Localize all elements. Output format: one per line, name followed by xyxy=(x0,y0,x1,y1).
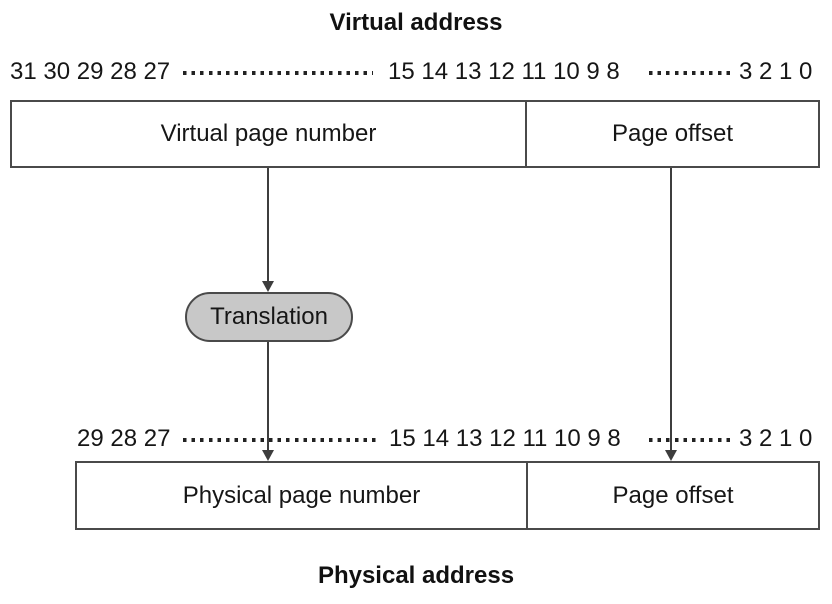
translation-label: Translation xyxy=(210,303,328,330)
bit-gap-dots xyxy=(649,71,731,75)
virtual-bits-high: 31 30 29 28 27 xyxy=(10,58,171,85)
virtual-page-number-label: Virtual page number xyxy=(160,120,377,147)
down-arrowhead-icon xyxy=(262,450,274,461)
virtual-page-number-field: Virtual page number xyxy=(12,102,527,166)
virtual-address-title: Virtual address xyxy=(329,9,503,36)
virtual-bits-low: 3 2 1 0 xyxy=(739,58,813,85)
down-arrowhead-icon xyxy=(665,450,677,461)
physical-page-number-label: Physical page number xyxy=(182,481,421,509)
virtual-page-offset-label: Page offset xyxy=(612,120,733,147)
vpn-to-translation-line xyxy=(267,168,269,282)
physical-page-offset-label: Page offset xyxy=(612,481,734,509)
bit-gap-dots xyxy=(649,438,731,442)
bit-gap-dots xyxy=(183,438,377,442)
translation-to-ppn-line xyxy=(267,342,269,450)
physical-page-offset-field: Page offset xyxy=(528,463,818,528)
physical-page-number-field: Physical page number xyxy=(77,463,528,528)
physical-address-box: Physical page number Page offset xyxy=(75,461,820,530)
offset-passthrough-line xyxy=(670,168,672,450)
physical-bits-low: 3 2 1 0 xyxy=(739,425,813,452)
physical-bits-high: 29 28 27 xyxy=(77,425,171,452)
bit-gap-dots xyxy=(183,71,373,75)
physical-bits-mid: 15 14 13 12 11 10 9 8 xyxy=(389,425,621,452)
translation-pill: Translation xyxy=(185,292,353,342)
virtual-page-offset-field: Page offset xyxy=(527,102,818,166)
virtual-address-box: Virtual page number Page offset xyxy=(10,100,820,168)
physical-address-title: Physical address xyxy=(317,562,515,589)
virtual-bits-mid: 15 14 13 12 11 10 9 8 xyxy=(388,58,620,85)
down-arrowhead-icon xyxy=(262,281,274,292)
